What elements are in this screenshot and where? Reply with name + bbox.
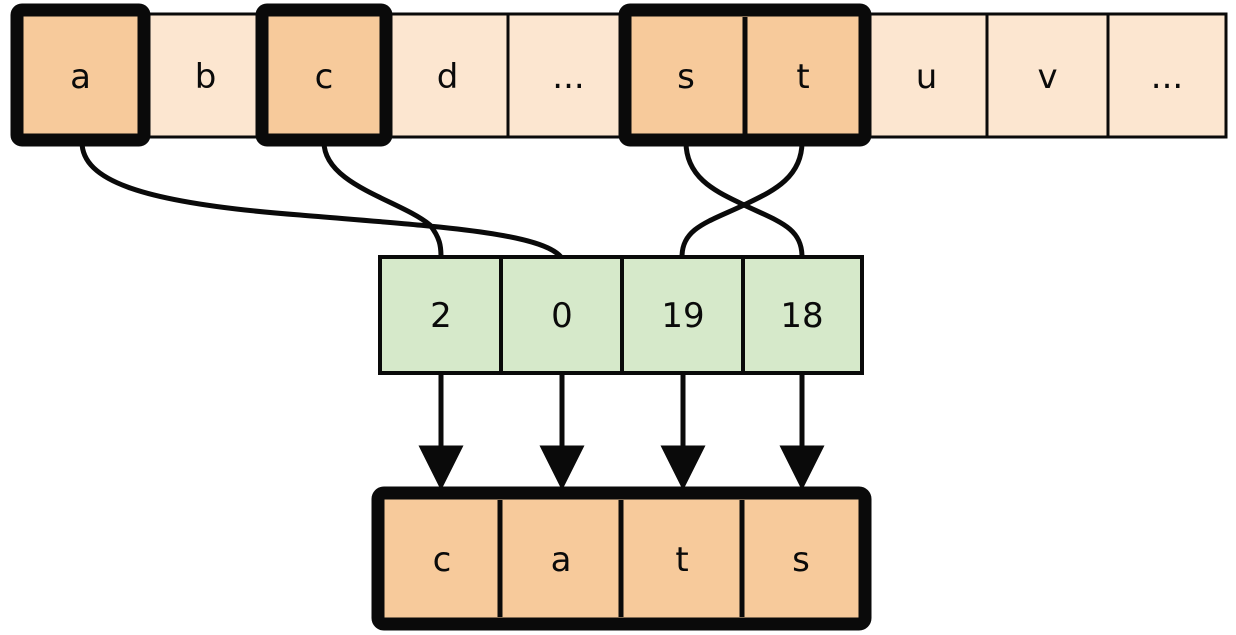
alphabet-cell-v-label: v [1037,57,1057,97]
alphabet-cell-s-label: s [677,57,695,97]
alphabet-cell-b[interactable]: b [143,12,268,139]
index-cell-19-value: 19 [661,296,704,336]
alphabet-cell-a[interactable]: a [10,3,151,147]
alphabet-cell-t[interactable]: t [745,16,859,134]
alphabet-cell-group-st [618,3,872,147]
index-row: 2 0 19 18 [378,255,864,375]
index-cell-2[interactable]: 2 [378,255,503,375]
index-cell-2-value: 2 [430,296,452,336]
index-cell-18[interactable]: 18 [741,255,864,375]
arrow-connectors [418,373,825,491]
word-cell-s-letter: s [792,540,810,580]
alphabet-cell-d[interactable]: d [385,12,510,139]
word-cell-a[interactable]: a [500,500,621,617]
alphabet-cell-t-label: t [796,57,809,97]
alphabet-cell-a-label: a [70,57,91,97]
alphabet-cell-b-label: b [195,57,217,97]
word-cell-s[interactable]: s [742,500,858,617]
curve-a-to-0 [79,141,563,259]
word-row: c a t s [371,486,872,631]
curve-s-to-18 [683,141,805,258]
index-cell-0[interactable]: 0 [499,255,624,375]
curve-t-to-19 [679,141,805,258]
alphabet-cell-d-label: d [437,57,459,97]
word-cell-c-letter: c [433,540,452,580]
word-cell-a-letter: a [551,540,572,580]
word-cell-c[interactable]: c [385,500,500,617]
index-cell-18-value: 18 [780,296,823,336]
word-cell-t-letter: t [675,540,688,580]
curve-c-to-2 [321,141,444,258]
alphabet-cell-u-label: u [916,57,938,97]
alphabet-row: b d ... u v ... [10,3,1228,147]
index-cell-19[interactable]: 19 [620,255,745,375]
alphabet-cell-c-label: c [315,57,334,97]
alphabet-cell-ellipsis-2[interactable]: ... [1106,12,1228,139]
index-cell-0-value: 0 [551,296,573,336]
alphabet-cell-v[interactable]: v [985,12,1110,139]
alphabet-cell-ellipsis-1[interactable]: ... [506,12,631,139]
word-cell-t[interactable]: t [621,500,742,617]
alphabet-cell-ellipsis-2-label: ... [1151,57,1183,97]
alphabet-cell-c[interactable]: c [255,3,393,147]
curve-connectors [79,141,805,259]
alphabet-cell-u[interactable]: u [864,12,989,139]
alphabet-cell-s[interactable]: s [631,16,745,134]
alphabet-cell-ellipsis-1-label: ... [552,57,584,97]
